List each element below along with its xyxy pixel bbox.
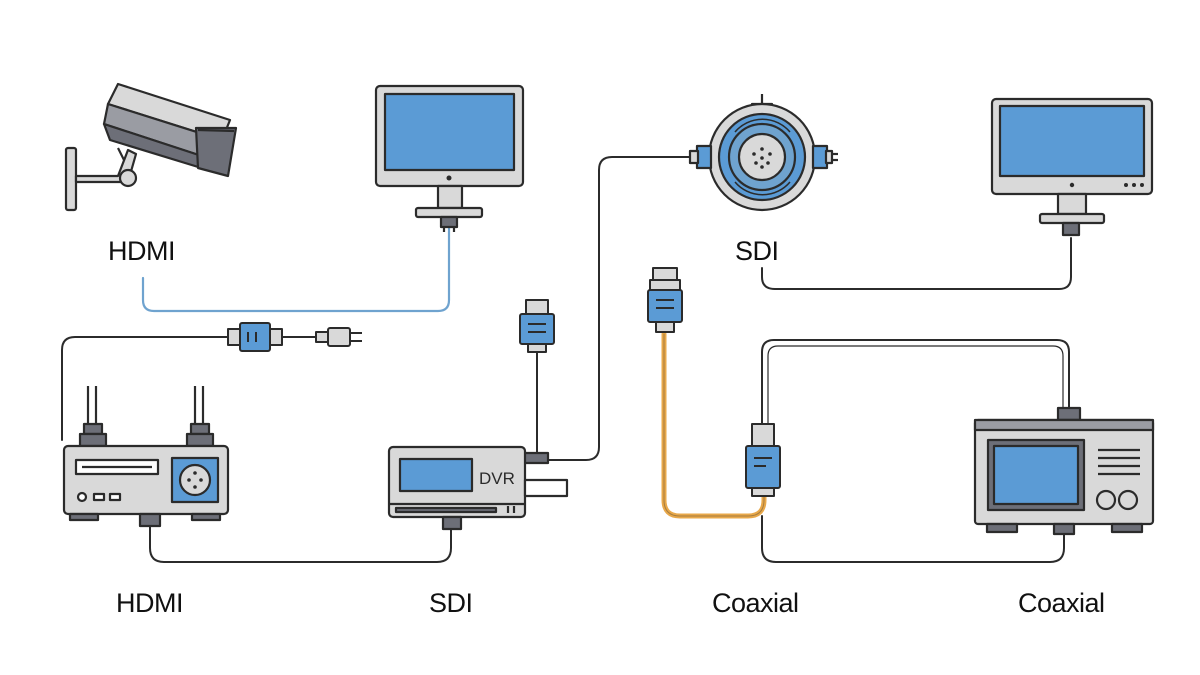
router-to-dvr-cable bbox=[149, 524, 452, 563]
connector-to-broadcast-cable bbox=[761, 339, 1070, 425]
cables bbox=[61, 156, 1072, 563]
coaxial-cable bbox=[661, 331, 767, 519]
monitor-right-icon bbox=[990, 97, 1154, 237]
hdmi-cable-to-monitor bbox=[141, 226, 451, 313]
broadcast-bottom-cable bbox=[761, 515, 1065, 563]
label-sdi-top: SDI bbox=[735, 236, 779, 266]
label-hdmi-top: HDMI bbox=[108, 236, 176, 266]
hdmi-connector-icon bbox=[227, 322, 316, 352]
dvr-to-dome-cable bbox=[547, 156, 691, 461]
label-coaxial-right: Coaxial bbox=[1018, 588, 1105, 618]
sdi-cable-to-monitor bbox=[761, 237, 1072, 290]
dome-camera-icon bbox=[688, 94, 838, 212]
monitor-icon bbox=[374, 84, 525, 232]
router-top-cable bbox=[61, 336, 229, 441]
plug-icon bbox=[315, 327, 362, 347]
broadcast-monitor-icon bbox=[973, 406, 1155, 536]
router-icon bbox=[62, 386, 230, 528]
sdi-connector-icon bbox=[519, 299, 555, 353]
label-sdi-bottom: SDI bbox=[429, 588, 473, 618]
dvr-text: DVR bbox=[479, 469, 515, 488]
coaxial-connector-top-icon bbox=[647, 267, 683, 333]
label-coaxial-left: Coaxial bbox=[712, 588, 799, 618]
security-camera-icon bbox=[64, 82, 238, 212]
label-hdmi-bottom: HDMI bbox=[116, 588, 184, 618]
dvr-icon: DVR bbox=[387, 445, 569, 531]
coaxial-connector-icon bbox=[745, 423, 781, 497]
